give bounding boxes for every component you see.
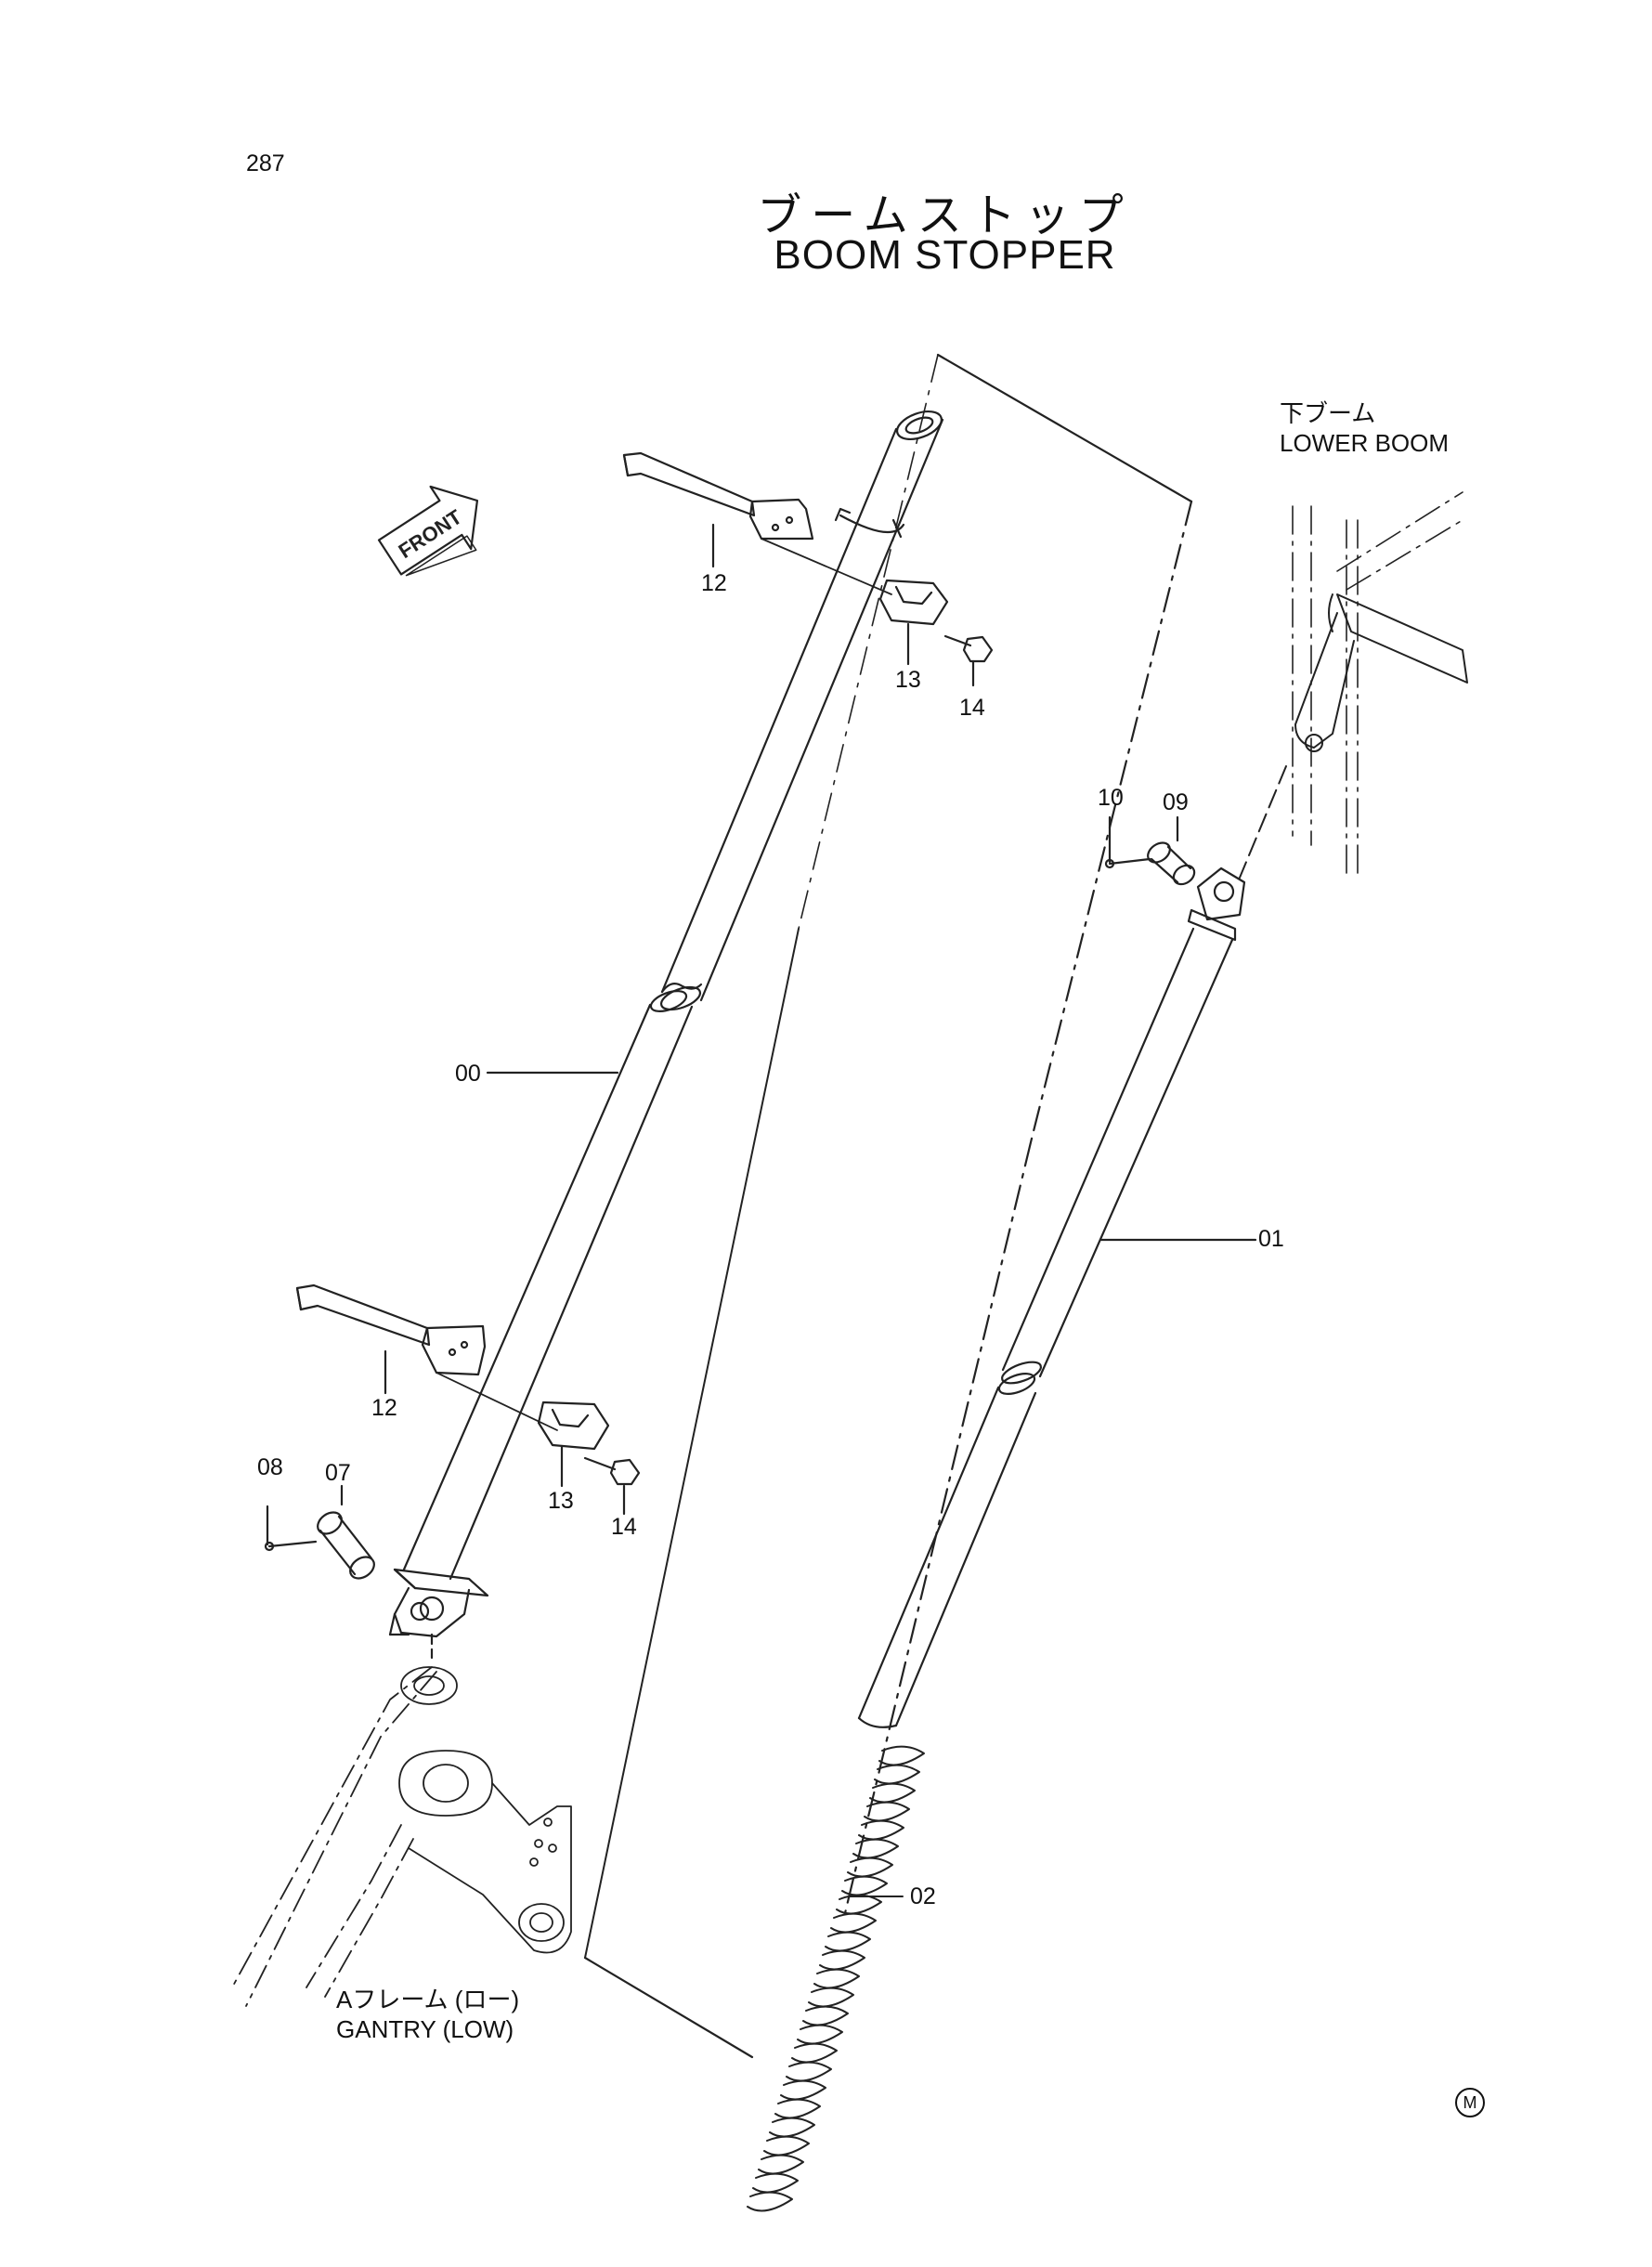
part-number-14-top: 14	[959, 695, 985, 721]
part-number-09: 09	[1163, 789, 1189, 815]
part-number-00: 00	[455, 1061, 481, 1087]
page-number: 287	[246, 150, 285, 176]
part-08-split-pin	[264, 1505, 318, 1552]
part-number-10: 10	[1098, 785, 1124, 811]
part-14-lower-bolt	[583, 1456, 641, 1516]
part-13-upper-clamp	[878, 579, 949, 666]
part-number-02: 02	[910, 1883, 936, 1909]
part-13-lower-clamp	[537, 1401, 610, 1488]
part-number-08: 08	[257, 1454, 283, 1480]
part-number-14-bottom: 14	[611, 1514, 637, 1540]
gantry-label-en: GANTRY (LOW)	[336, 2015, 514, 2043]
part-number-13-top: 13	[895, 667, 921, 693]
title-japanese: ブームストップ	[757, 189, 1133, 241]
front-arrow-icon: FRONT	[377, 485, 479, 577]
part-number-01: 01	[1258, 1226, 1284, 1252]
part-10-split-pin	[1104, 815, 1151, 869]
gantry-label-jp: Aフレーム (ロー)	[336, 1986, 520, 2013]
lower-boom-label-en: LOWER BOOM	[1280, 429, 1450, 457]
corner-m-mark: M	[1455, 2088, 1485, 2117]
lower-boom-outline	[1292, 491, 1463, 879]
part-number-12-bottom: 12	[371, 1395, 397, 1421]
part-00-tube-assembly	[388, 410, 944, 1660]
part-number-13-bottom: 13	[548, 1488, 574, 1514]
part-01-tube	[857, 866, 1257, 1728]
lower-boom-label-jp: 下ブーム	[1280, 399, 1376, 427]
lower-boom-bracket	[1239, 593, 1468, 879]
part-number-12-top: 12	[701, 570, 727, 596]
assembly-boundary	[583, 353, 1193, 2059]
gantry-outline	[231, 1666, 572, 2007]
part-14-upper-bolt	[943, 634, 994, 687]
part-09-pin	[1147, 815, 1196, 886]
part-number-07: 07	[325, 1460, 351, 1486]
title-english: BOOM STOPPER	[774, 232, 1116, 278]
part-07-pin	[317, 1484, 375, 1580]
part-02-spring	[747, 1745, 925, 2212]
part-12-lower-bracket	[295, 1283, 558, 1431]
part-12-upper-bracket	[622, 451, 892, 595]
